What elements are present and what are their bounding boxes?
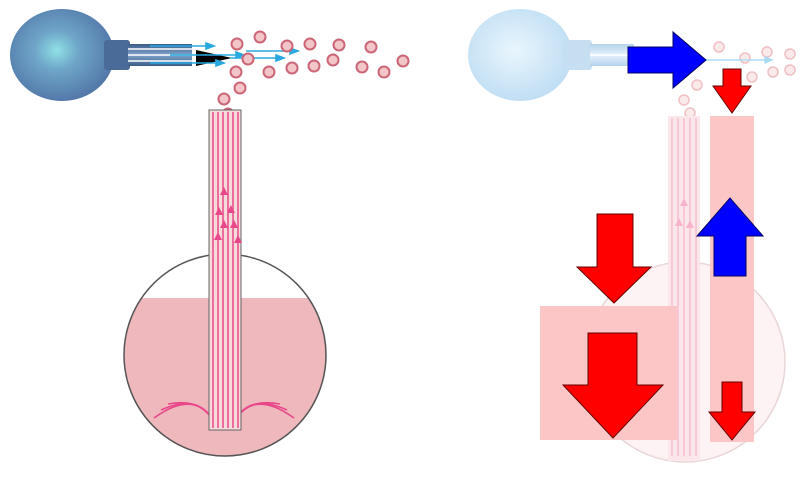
nozzle — [128, 44, 232, 66]
up-arrow-icon — [695, 197, 765, 277]
left-panel — [10, 9, 410, 457]
down-arrow-icon — [707, 381, 757, 441]
air-jet — [150, 41, 301, 68]
down-arrow-icon — [561, 332, 665, 439]
down-arrow-icon — [575, 213, 653, 304]
tube-flow-lines — [212, 112, 239, 428]
right-panel — [468, 9, 796, 463]
faded-air-jet — [705, 55, 774, 65]
rising-liquid-arrows — [214, 187, 242, 243]
nozzle-tip-icon — [196, 50, 232, 66]
faded-spray-bulb — [468, 9, 640, 101]
down-arrow-icon — [712, 68, 752, 114]
particle-spray — [217, 30, 410, 121]
right-arrow-icon — [627, 30, 707, 90]
suction-tube — [208, 109, 242, 431]
spray-bulb — [10, 9, 130, 101]
